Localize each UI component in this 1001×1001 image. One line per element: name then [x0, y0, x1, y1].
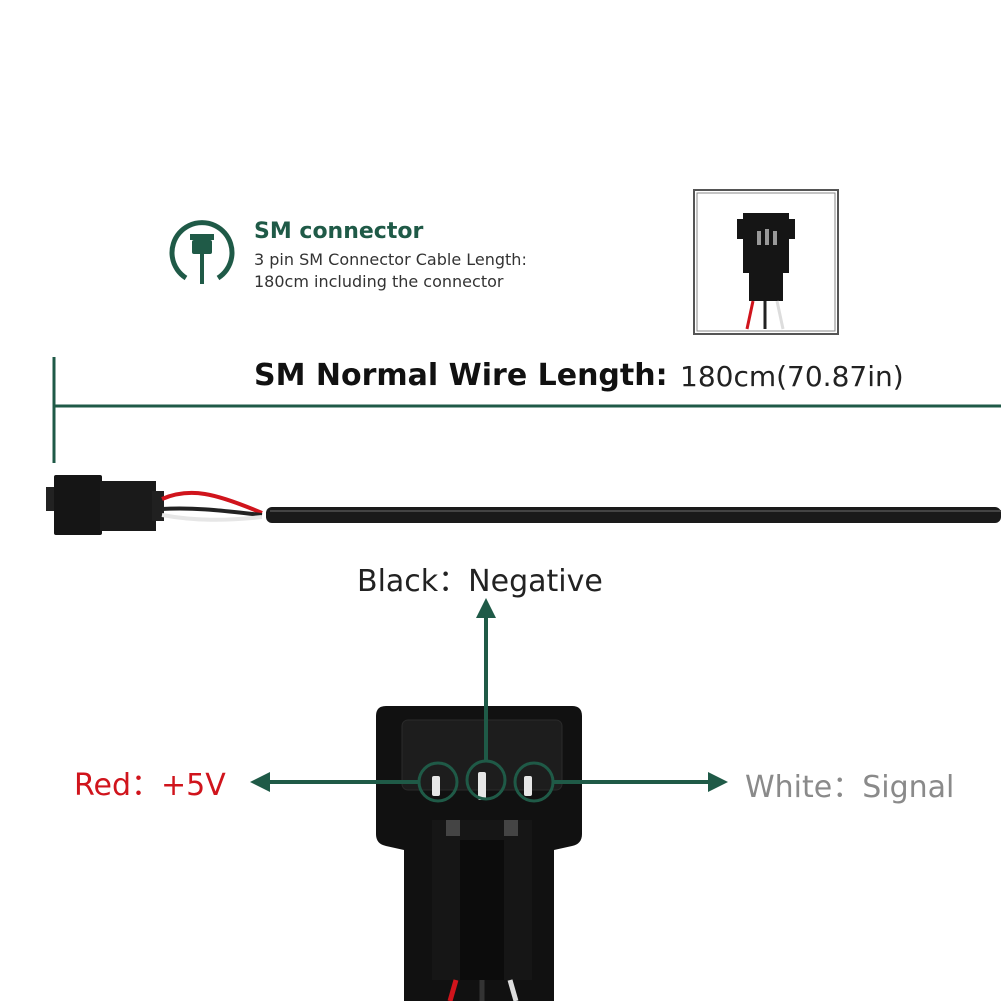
black-pin-label: Black：Negative: [357, 564, 603, 599]
white-pin-label: White：Signal: [745, 770, 955, 805]
cable-illustration: [46, 475, 1001, 535]
connector-closeup: [376, 706, 582, 1001]
wire-length-value: 180cm(70.87in): [680, 360, 904, 393]
pin-arrows: [250, 598, 728, 803]
length-dimension-line: [52, 357, 1001, 463]
connector-title: SM connector: [254, 219, 424, 244]
connector-photo: [693, 189, 839, 335]
wire-length-label: SM Normal Wire Length:: [254, 358, 668, 393]
red-pin-label: Red：+5V: [74, 768, 226, 803]
connector-description-line1: 3 pin SM Connector Cable Length:: [254, 250, 527, 269]
connector-plug-icon: [169, 220, 235, 284]
connector-description-line2: 180cm including the connector: [254, 272, 504, 291]
